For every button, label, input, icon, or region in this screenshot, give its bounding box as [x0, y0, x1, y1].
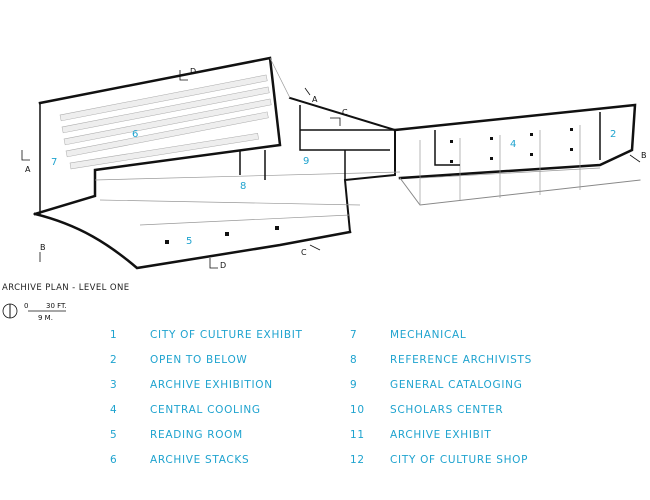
east-wing-wall: [393, 103, 637, 180]
section-marker-a-2: A: [312, 95, 318, 104]
legend-number: 6: [110, 454, 118, 466]
legend-label: READING ROOM: [150, 429, 243, 441]
section-marker-d: D: [190, 67, 196, 76]
legend-label: REFERENCE ARCHIVISTS: [390, 354, 532, 366]
scale-bar: 0 30 FT. 9 M.: [2, 302, 67, 322]
legend-label: SCHOLARS CENTER: [390, 404, 504, 416]
room-label-9: 9: [303, 156, 309, 167]
section-marker-d-2: D: [220, 261, 226, 270]
section-marker-a: A: [25, 165, 31, 174]
section-marker-c-2: C: [301, 248, 307, 257]
legend-label: MECHANICAL: [390, 329, 467, 341]
legend-number: 5: [110, 429, 118, 441]
stacks-wing-wall: [33, 56, 282, 216]
legend-label: CITY OF CULTURE SHOP: [390, 454, 529, 466]
legend-number: 3: [110, 379, 118, 391]
legend-number: 1: [110, 329, 118, 341]
legend-number: 9: [350, 379, 358, 391]
scale-meters: 9 M.: [38, 314, 53, 322]
room-label-6: 6: [132, 129, 138, 140]
plan-title: ARCHIVE PLAN - LEVEL ONE: [2, 283, 130, 293]
scale-zero: 0: [24, 302, 28, 310]
legend-number: 8: [350, 354, 358, 366]
legend-label: OPEN TO BELOW: [150, 354, 248, 366]
floor-plan: 6 7 8 9 5 4 2 A A B B C C D D: [21, 56, 647, 270]
room-label-8: 8: [240, 181, 246, 192]
stack-shelving: [59, 74, 272, 170]
reading-room-wall: [33, 212, 352, 270]
legend-number: 7: [350, 329, 358, 341]
legend-label: GENERAL CATALOGING: [390, 379, 523, 391]
section-marker-b: B: [40, 243, 46, 252]
legend-number: 4: [110, 404, 118, 416]
room-legend: 1 CITY OF CULTURE EXHIBIT 2 OPEN TO BELO…: [110, 329, 630, 474]
legend-number: 11: [350, 429, 365, 441]
legend-label: ARCHIVE EXHIBIT: [390, 429, 492, 441]
legend-label: CENTRAL COOLING: [150, 404, 261, 416]
legend-label: ARCHIVE EXHIBITION: [150, 379, 273, 391]
legend-number: 12: [350, 454, 365, 466]
legend-number: 2: [110, 354, 118, 366]
room-label-7: 7: [51, 157, 57, 168]
section-marker-c: C: [342, 108, 348, 117]
room-label-2: 2: [610, 129, 616, 140]
room-label-5: 5: [186, 236, 192, 247]
central-block-wall: [288, 96, 396, 234]
scale-feet: 30 FT.: [46, 302, 67, 310]
legend-number: 10: [350, 404, 365, 416]
section-marker-b-2: B: [641, 151, 647, 160]
east-lower-wall: [399, 177, 641, 206]
legend-label: ARCHIVE STACKS: [150, 454, 250, 466]
legend-label: CITY OF CULTURE EXHIBIT: [150, 329, 303, 341]
room-label-4: 4: [510, 139, 516, 150]
